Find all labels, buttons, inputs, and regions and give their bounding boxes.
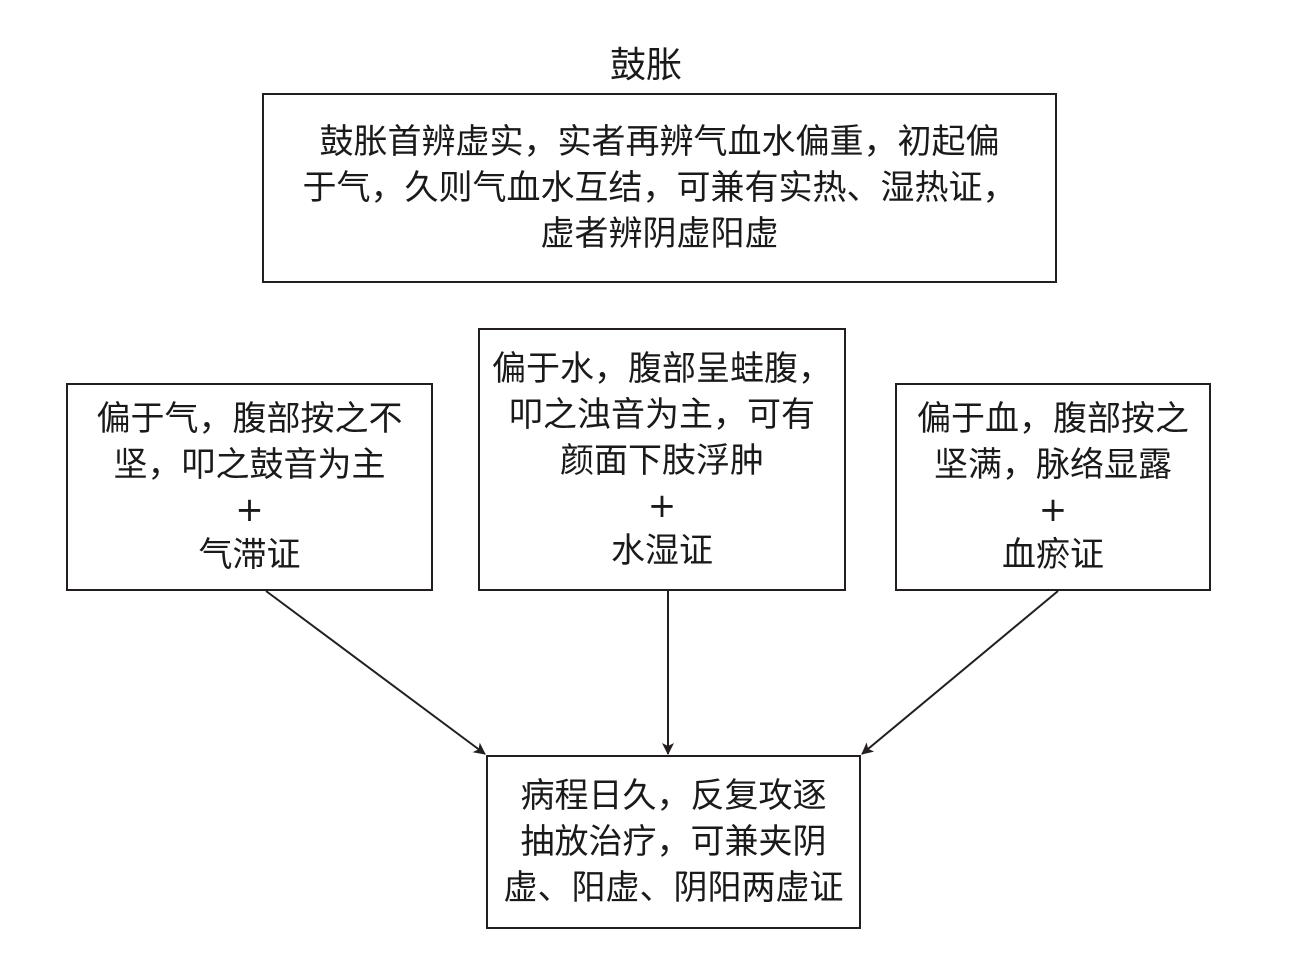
top-summary-line-2: 于气，久则气血水互结，可兼有实热、湿热证， [302, 168, 1017, 208]
blood-box-plus: + [1038, 490, 1068, 530]
qi-box-line-2: 坚，叩之鼓音为主 [113, 445, 386, 485]
blood-box-line-2: 坚满，脉络显露 [934, 445, 1172, 485]
chronic-course-line-3: 虚、阳虚、阴阳两虚证 [503, 868, 844, 908]
water-box-line-1: 偏于水，腹部呈蛙腹， [492, 348, 832, 389]
arrow-qi-to-chronic [265, 590, 486, 755]
qi-box-plus: + [235, 490, 264, 530]
blood-box-line-1: 偏于血，腹部按之 [917, 399, 1189, 439]
chronic-course-line-1: 病程日久，反复攻逐 [520, 776, 827, 816]
water-damp-syndrome: 水湿证 [611, 530, 713, 571]
blood-box: 偏于血，腹部按之 坚满，脉络显露 + 血瘀证 [895, 383, 1211, 591]
diagram-title: 鼓胀 [609, 45, 682, 86]
chronic-course-box: 病程日久，反复攻逐 抽放治疗，可兼夹阴 虚、阳虚、阴阳两虚证 [486, 755, 861, 929]
water-box: 偏于水，腹部呈蛙腹， 叩之浊音为主，可有 颜面下肢浮肿 + 水湿证 [478, 328, 846, 591]
water-box-line-2: 叩之浊音为主，可有 [509, 394, 815, 435]
qi-box: 偏于气，腹部按之不 坚，叩之鼓音为主 + 气滞证 [66, 383, 433, 591]
top-summary-box: 鼓胀首辨虚实，实者再辨气血水偏重，初起偏 于气，久则气血水互结，可兼有实热、湿热… [262, 93, 1057, 283]
qi-box-line-1: 偏于气，腹部按之不 [96, 399, 403, 439]
top-summary-line-1: 鼓胀首辨虚实，实者再辨气血水偏重，初起偏 [319, 122, 1000, 162]
water-box-plus: + [647, 485, 677, 526]
blood-stasis-syndrome: 血瘀证 [1002, 535, 1104, 575]
arrow-blood-to-chronic [861, 590, 1059, 755]
water-box-line-3: 颜面下肢浮肿 [560, 440, 764, 481]
qi-stagnation-syndrome: 气滞证 [198, 535, 301, 575]
chronic-course-line-2: 抽放治疗，可兼夹阴 [520, 822, 827, 862]
top-summary-line-3: 虚者辨阴虚阳虚 [540, 214, 779, 254]
